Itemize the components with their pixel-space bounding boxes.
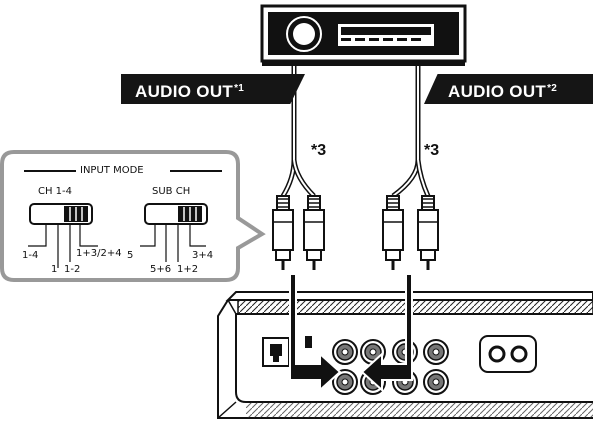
input-mode-title: INPUT MODE (80, 165, 144, 176)
switch-left-pos-1: 1-4 (22, 250, 39, 261)
rca-plug-icon (272, 195, 439, 270)
arrow-down-icon (289, 273, 413, 393)
rca-jack (423, 339, 449, 365)
audio-out-2-label: AUDIO OUT*2 (424, 74, 593, 104)
note-3-left: *3 (311, 142, 327, 159)
switch-right-pos-1: 5 (127, 250, 134, 261)
switch-left-title: CH 1-4 (38, 186, 73, 197)
switch-left-pos-4: 1+3/2+4 (76, 248, 122, 259)
switch-right-pos-3: 1+2 (177, 264, 199, 275)
note-3-right: *3 (424, 142, 440, 159)
audio-out-1-label: AUDIO OUT*1 (121, 74, 305, 104)
switch-left-pos-3: 1-2 (64, 264, 81, 275)
switch-right-pos-4: 3+4 (192, 250, 214, 261)
rca-plug (382, 195, 404, 270)
rca-jack (332, 369, 358, 395)
rca-plug (272, 195, 294, 270)
input-mode-callout (0, 150, 266, 282)
rca-plug (303, 195, 325, 270)
rca-jack (332, 339, 358, 365)
switch-right-title: SUB CH (152, 186, 191, 197)
switch-left-pos-2: 1 (51, 264, 58, 275)
rca-plug (417, 195, 439, 270)
head-unit-icon (260, 4, 467, 66)
rca-jack (423, 369, 449, 395)
switch-right-pos-2: 5+6 (150, 264, 172, 275)
rca-cables (280, 66, 431, 199)
